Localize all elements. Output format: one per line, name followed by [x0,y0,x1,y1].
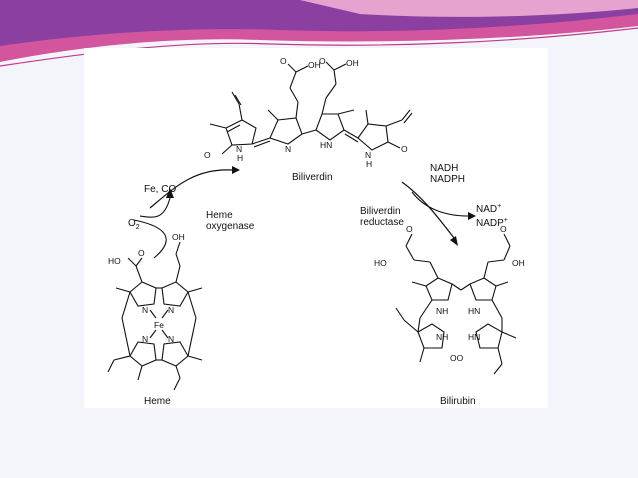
slide-banner [0,0,638,67]
nadph-label: NADPH [430,174,465,185]
biliverdin-atoms: O OH O OH O N H N HN N H O [204,56,408,169]
o2-label: O2 [128,218,140,231]
atom-n: N [168,305,174,315]
atom-ho: HO [374,258,387,268]
atom-n: N [142,305,148,315]
heme-atoms: HO O OH N N Fe N N [108,232,185,344]
atom-oh: OH [172,232,185,242]
nad-label: NAD+ [476,203,501,215]
bilirubin-label: Bilirubin [440,396,476,407]
atom-nh: NH [436,332,448,342]
atom-nh: NH [436,306,448,316]
biliverdin-reductase-label-line1: Biliverdin [360,206,401,217]
atom-o: O [138,248,145,258]
heme-oxygenase-label-line1: Heme [206,210,233,221]
atom-o: O [406,224,413,234]
atom-o: O [500,224,507,234]
biliverdin-structure [209,61,413,155]
bilirubin-atoms: HO O O OH NH HN NH HN OO [374,224,525,363]
heme-structure [107,241,203,391]
atom-hn: HN [468,306,480,316]
fe-co-label: Fe, CO [144,184,176,195]
heme-oxygenase-arrow [133,166,240,259]
atom-oh: OH [512,258,525,268]
biliverdin-reductase-arrow [401,181,476,246]
atom-o: O [319,56,326,66]
heme-label: Heme [144,396,171,407]
atom-h: H [237,153,243,163]
banner-wave-light [300,0,638,17]
atom-o: O [401,144,408,154]
biliverdin-label: Biliverdin [292,172,333,183]
atom-h: H [366,159,372,169]
atom-n: N [168,334,174,344]
atom-n: N [285,144,291,154]
biliverdin-reductase-label-line2: reductase [360,217,404,228]
atom-fe: Fe [154,320,164,330]
nadp-label: NADP+ [476,217,508,229]
heme-oxygenase-label-line2: oxygenase [206,221,255,232]
atom-n: N [236,144,242,154]
figure-panel [84,48,548,408]
atom-oh: OH [308,60,321,70]
atom-n: N [365,150,371,160]
atom-o: O [204,150,211,160]
atom-oo: OO [450,353,464,363]
atom-ho: HO [108,256,121,266]
nadh-label: NADH [430,163,458,174]
atom-oh: OH [346,58,359,68]
atom-hn: HN [320,140,332,150]
bilirubin-structure [395,233,517,375]
heme-degradation-diagram: O OH O OH O N H N HN N H O Biliverdin Fe… [107,56,525,407]
atom-hn: HN [468,332,480,342]
atom-o: O [280,56,287,66]
atom-n: N [142,334,148,344]
